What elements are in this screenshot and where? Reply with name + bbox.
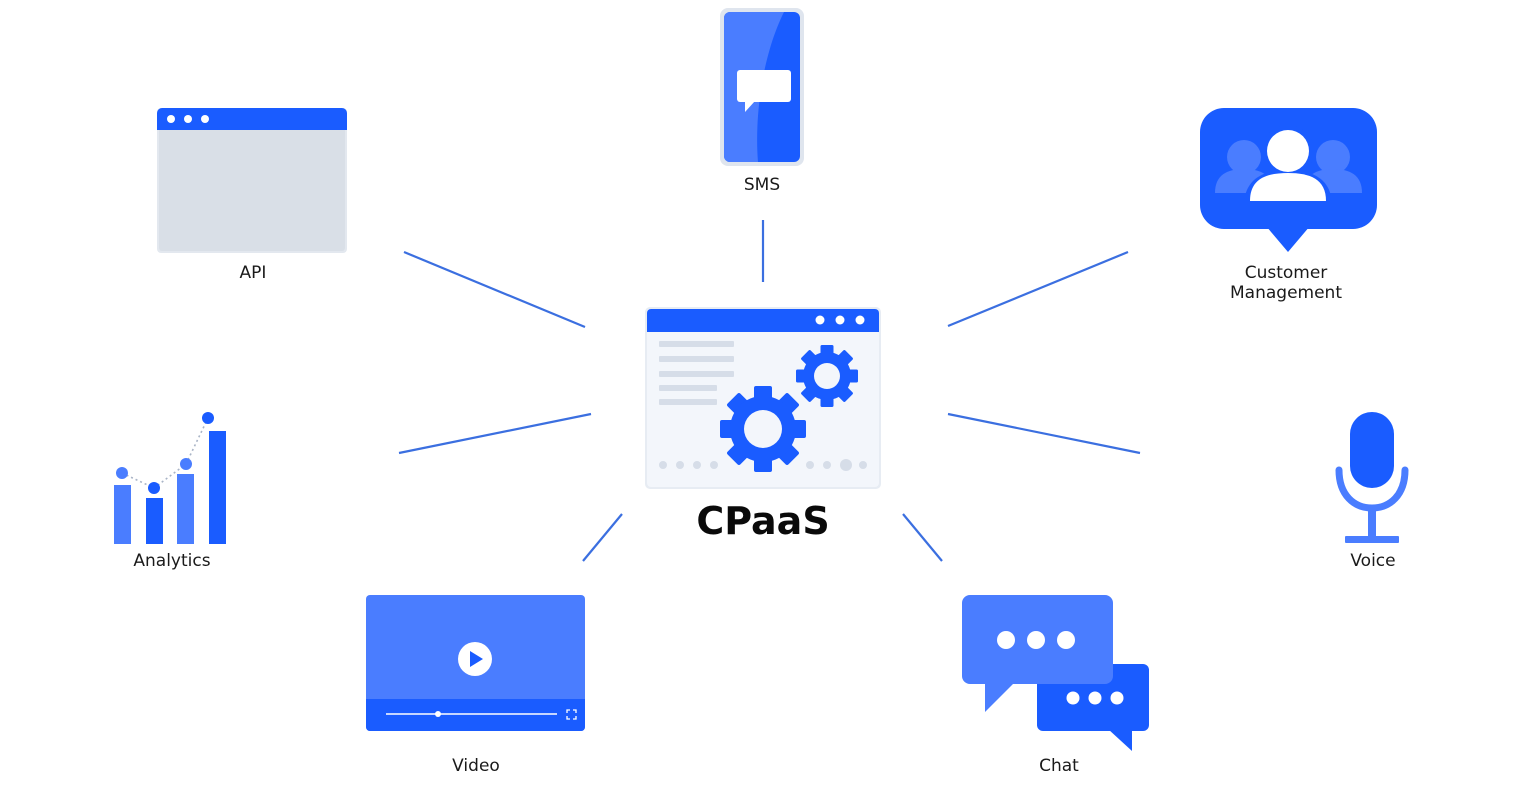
video-label: Video (452, 756, 500, 776)
connector-chat (902, 513, 943, 562)
sms-phone-icon (720, 8, 804, 166)
chat-label: Chat (1039, 756, 1079, 776)
gear-small-icon (796, 345, 858, 407)
connector-lines (398, 220, 1141, 562)
customer-management-label: Customer Management (1196, 263, 1376, 303)
play-button-icon (458, 642, 492, 676)
gear-large-icon (720, 386, 806, 472)
connector-voice (947, 412, 1141, 455)
microphone-icon (1335, 412, 1409, 543)
analytics-chart-icon (114, 412, 226, 544)
fullscreen-icon (566, 709, 577, 720)
chat-bubbles-icon (962, 595, 1149, 751)
customer-label-line2: Management (1230, 283, 1342, 303)
voice-label: Voice (1350, 551, 1396, 571)
connector-customer (947, 250, 1129, 328)
video-player-icon (366, 595, 585, 731)
connector-video (582, 513, 623, 562)
api-window-icon (157, 108, 347, 253)
chat-bubble-icon (737, 70, 791, 112)
sms-label: SMS (743, 175, 781, 195)
customer-group-icon (1200, 108, 1377, 252)
center-title: CPaaS (696, 499, 830, 543)
customer-label-line1: Customer (1244, 263, 1328, 283)
connector-api (403, 250, 586, 329)
analytics-label: Analytics (133, 551, 211, 571)
connector-analytics (398, 412, 592, 455)
cpaas-window-icon (645, 307, 881, 489)
api-label: API (239, 263, 267, 283)
